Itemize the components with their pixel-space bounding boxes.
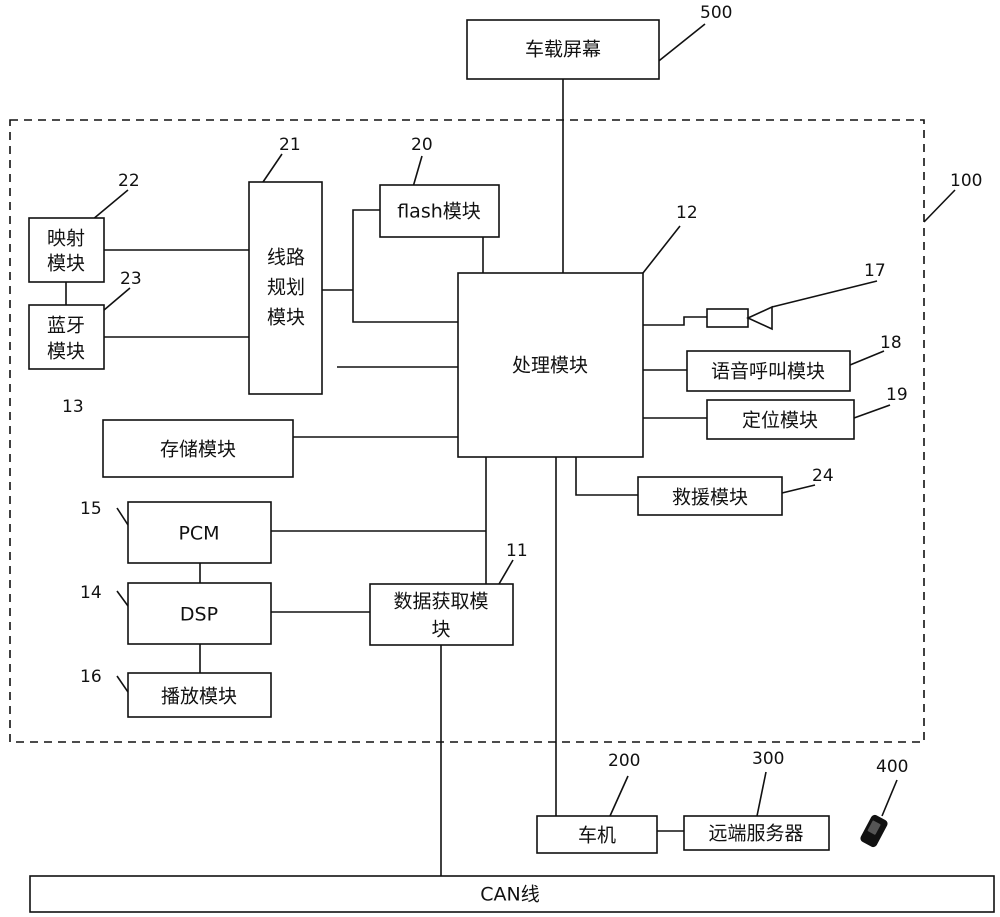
pcm-box: PCM: [127, 501, 272, 564]
reference-numbers: 500 100 21 20 22 23 12 17 18 19 13 24 15…: [62, 3, 982, 777]
rescue-module-label: 救援模块: [672, 487, 748, 509]
dsp-box: DSP: [127, 582, 272, 645]
ref-voice-call: 18: [880, 333, 902, 353]
route-planning-label-line1: 线路: [267, 247, 305, 269]
ref-playback: 16: [80, 667, 102, 687]
playback-module-box: 播放模块: [127, 672, 272, 718]
mapping-module-label-line1: 映射: [47, 228, 85, 250]
ref-flash: 20: [411, 135, 433, 155]
system-boundary: [9, 119, 925, 743]
can-bus-box: CAN线: [29, 875, 995, 913]
ref-positioning: 19: [886, 385, 908, 405]
ref-mapping: 22: [118, 171, 140, 191]
processing-module-label: 处理模块: [512, 355, 588, 377]
mobile-phone-icon: [860, 814, 888, 848]
ref-data-acquisition: 11: [506, 541, 528, 561]
storage-module-label: 存储模块: [160, 439, 236, 461]
data-acquisition-module-box: 数据获取模 块: [369, 583, 514, 646]
camera-icon: [706, 305, 773, 331]
flash-module-box: flash模块: [379, 184, 500, 238]
ref-head-unit: 200: [608, 751, 640, 771]
storage-module-box: 存储模块: [102, 419, 294, 478]
bluetooth-module-label-line2: 模块: [47, 341, 85, 363]
can-bus-label: CAN线: [480, 884, 539, 906]
ref-system: 100: [950, 171, 982, 191]
pcm-label: PCM: [178, 523, 219, 545]
ref-screen: 500: [700, 3, 732, 23]
ref-camera: 17: [864, 261, 886, 281]
rescue-module-box: 救援模块: [637, 476, 783, 516]
remote-server-box: 远端服务器: [683, 815, 830, 851]
ref-rescue: 24: [812, 466, 834, 486]
dsp-label: DSP: [180, 604, 218, 626]
screen-label: 车载屏幕: [525, 39, 601, 61]
voice-call-module-box: 语音呼叫模块: [686, 350, 851, 392]
ref-route-planning: 21: [279, 135, 301, 155]
processing-module-box: 处理模块: [457, 272, 644, 458]
playback-module-label: 播放模块: [161, 686, 237, 708]
positioning-module-label: 定位模块: [742, 410, 818, 432]
reference-leaders: [91, 23, 956, 817]
mapping-module-box: 映射 模块: [28, 217, 105, 283]
route-planning-label-line2: 规划: [267, 277, 305, 299]
ref-phone: 400: [876, 757, 908, 777]
connection-wires: [65, 79, 707, 876]
head-unit-label: 车机: [578, 825, 616, 847]
ref-processing: 12: [676, 203, 698, 223]
ref-bluetooth: 23: [120, 269, 142, 289]
data-acquisition-label-line1: 数据获取模: [393, 591, 488, 613]
route-planning-label-line3: 模块: [267, 307, 305, 329]
voice-call-module-label: 语音呼叫模块: [711, 361, 825, 383]
remote-server-label: 远端服务器: [708, 823, 803, 845]
ref-storage: 13: [62, 397, 84, 417]
ref-pcm: 15: [80, 499, 102, 519]
flash-module-label: flash模块: [397, 201, 481, 223]
screen-box: 车载屏幕: [466, 19, 660, 80]
positioning-module-box: 定位模块: [706, 399, 855, 440]
bluetooth-module-box: 蓝牙 模块: [28, 304, 105, 370]
mapping-module-label-line2: 模块: [47, 253, 85, 275]
ref-remote-server: 300: [752, 749, 784, 769]
route-planning-module-box: 线路 规划 模块: [248, 181, 323, 395]
data-acquisition-label-line2: 块: [431, 619, 450, 641]
head-unit-box: 车机: [536, 815, 658, 854]
bluetooth-module-label-line1: 蓝牙: [47, 315, 85, 337]
ref-dsp: 14: [80, 583, 102, 603]
